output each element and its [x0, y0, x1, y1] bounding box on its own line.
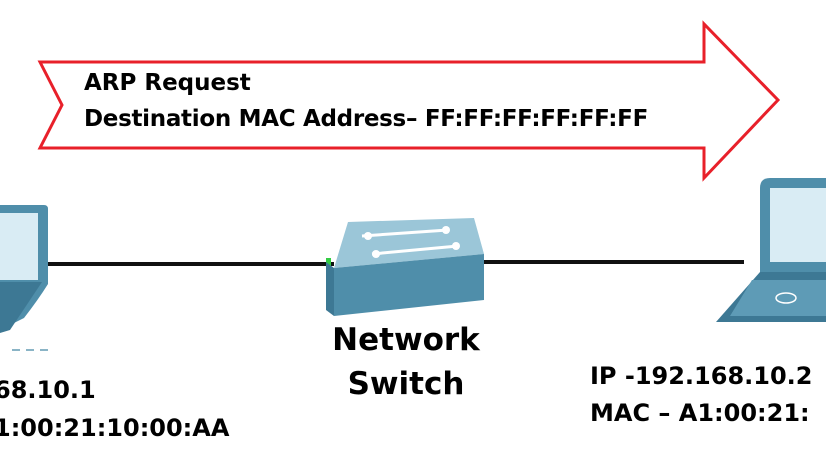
- left-host-ip: 68.10.1: [0, 376, 96, 404]
- right-laptop-icon: [716, 178, 826, 322]
- switch-label-line2: Switch: [347, 366, 465, 402]
- network-switch-icon: [326, 218, 484, 316]
- arp-broadcast-arrow: [37, 20, 781, 182]
- right-host-ip: IP -192.168.10.2: [590, 362, 813, 390]
- switch-label-block: Network Switch: [300, 0, 512, 470]
- left-host-mac: 1:00:21:10:00:AA: [0, 414, 230, 442]
- right-host-mac: MAC – A1:00:21:: [590, 399, 810, 427]
- destination-mac-label: Destination MAC Address– FF:FF:FF:FF:FF:…: [84, 106, 648, 132]
- arp-request-title: ARP Request: [84, 70, 251, 96]
- left-laptop-icon: [0, 205, 50, 351]
- switch-label-line1: Network: [332, 322, 480, 358]
